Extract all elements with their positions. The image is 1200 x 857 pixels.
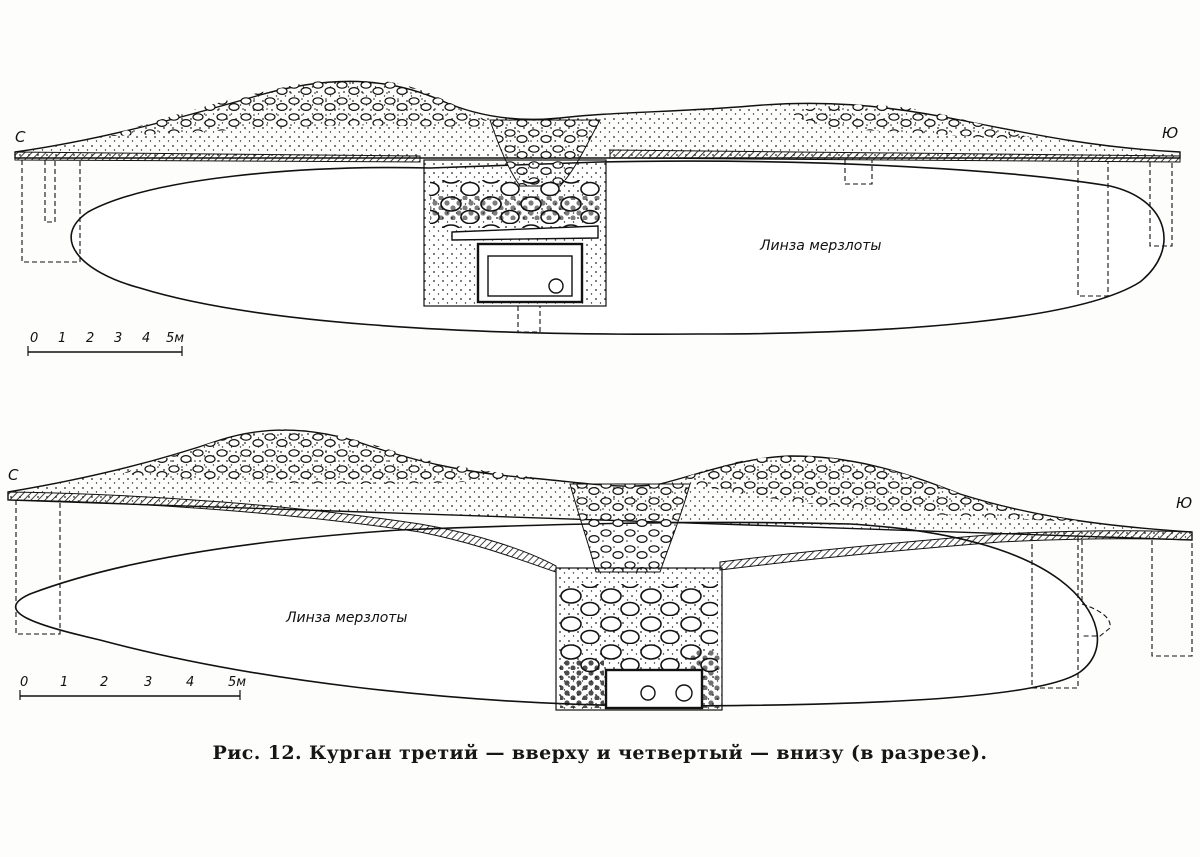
bottom-scale-tick-0: 0 bbox=[20, 675, 28, 690]
bottom-lens-label: Линза мерзлоты bbox=[285, 610, 407, 626]
top-scale-end-label: 5м bbox=[166, 331, 184, 346]
top-turf-layer-left bbox=[14, 151, 421, 163]
top-frost-lens bbox=[70, 160, 1165, 335]
top-turf-layer-right bbox=[609, 149, 1181, 163]
top-kurgan-section: С Ю Линза мерзлоты 0 1 2 3 4 5м bbox=[14, 78, 1181, 356]
top-scale-tick-2: 2 bbox=[86, 331, 94, 346]
top-scale-tick-4: 4 bbox=[142, 331, 150, 346]
top-north-label: С bbox=[15, 128, 26, 146]
bottom-kurgan-section: С Ю Линза мерзлоты 0 1 2 3 4 5м bbox=[7, 429, 1193, 711]
bottom-scale-tick-2: 2 bbox=[100, 675, 108, 690]
bottom-stone-layer-right bbox=[680, 456, 1090, 522]
bottom-north-label: С bbox=[8, 466, 19, 484]
top-stone-layer-left bbox=[110, 78, 500, 136]
bottom-scale-end-label: 5м bbox=[228, 675, 246, 690]
top-lens-label: Линза мерзлоты bbox=[759, 238, 881, 254]
top-scale-tick-0: 0 bbox=[30, 331, 38, 346]
figure-caption: Рис. 12. Курган третий — вверху и четвер… bbox=[212, 742, 988, 764]
bottom-turf-layer-right bbox=[719, 530, 1193, 571]
top-burial-chamber bbox=[476, 242, 584, 304]
top-scale-tick-3: 3 bbox=[114, 331, 122, 346]
bottom-stone-layer-left bbox=[120, 429, 540, 484]
bottom-scale-tick-4: 4 bbox=[186, 675, 194, 690]
bottom-scale-bar: 0 1 2 3 4 5м bbox=[19, 675, 246, 700]
top-stone-layer-right bbox=[790, 104, 1040, 140]
top-scale-bar: 0 1 2 3 4 5м bbox=[27, 331, 184, 356]
bottom-south-label: Ю bbox=[1176, 494, 1192, 512]
bottom-scale-tick-3: 3 bbox=[144, 675, 152, 690]
top-south-label: Ю bbox=[1162, 124, 1178, 142]
top-scale-tick-1: 1 bbox=[58, 331, 66, 346]
bottom-scale-tick-1: 1 bbox=[60, 675, 68, 690]
